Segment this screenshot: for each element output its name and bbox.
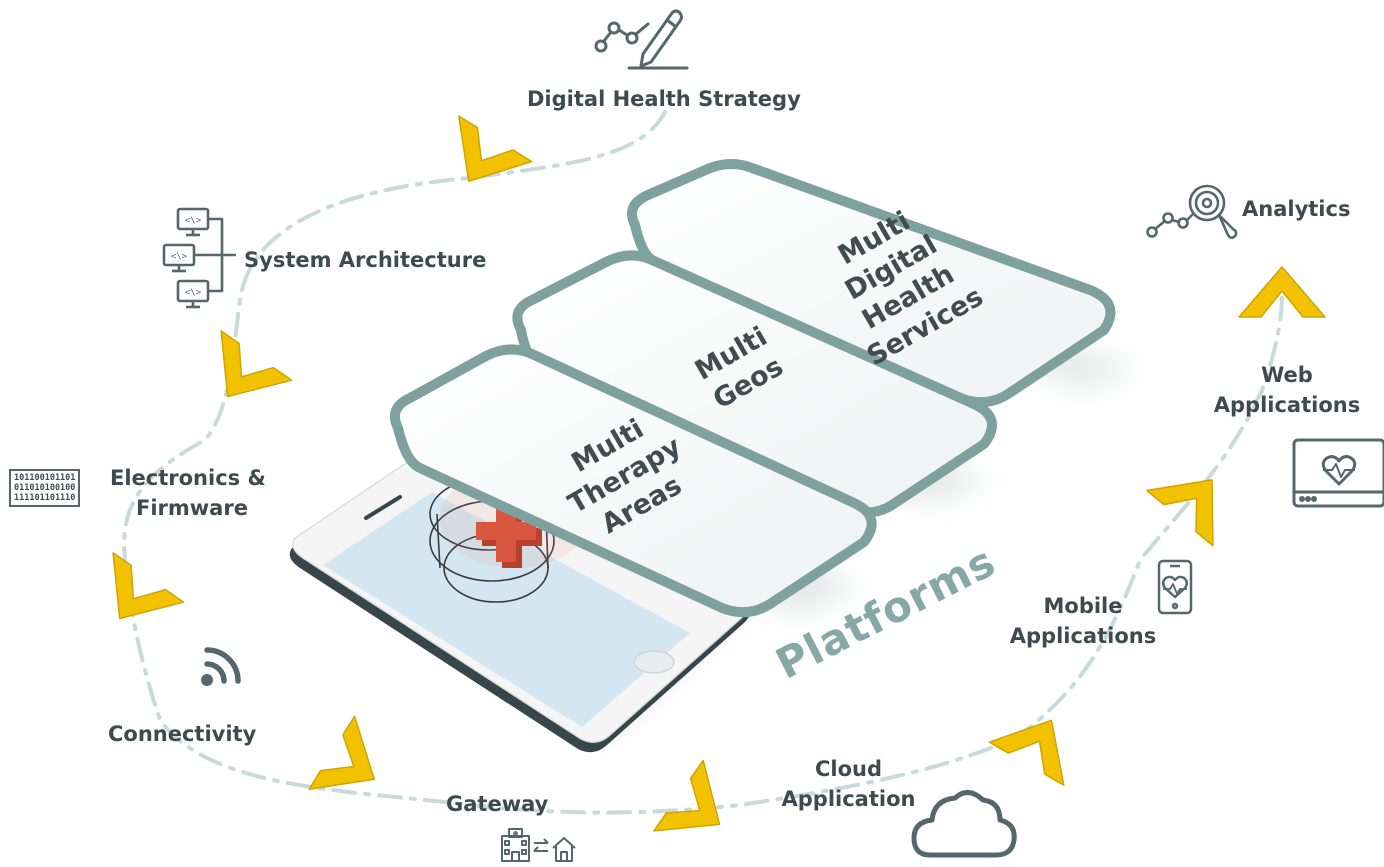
web-label: Web Applications [1212,360,1362,420]
analytics-label: Analytics [1242,197,1351,221]
browser-heart-icon [1292,438,1384,508]
connectivity-label: Connectivity [108,722,257,746]
binary-code-icon: 101100101101 011010100100 111101101110 [9,469,81,507]
svg-text:<\>: <\> [185,216,202,226]
web-label-line1: Web [1261,363,1313,387]
flow-chevron-4 [308,715,398,817]
hospital-to-home-icon [501,828,576,862]
cloud-label-line1: Cloud [814,757,883,781]
lifecycle-path [122,110,1284,815]
binary-row-3: 111101101110 [14,493,76,503]
analytics-search-icon [1146,184,1238,240]
tile-therapy [390,344,877,618]
flow-chevron-1 [431,115,533,205]
svg-text:<\>: <\> [185,288,202,298]
svg-text:<\>: <\> [171,252,188,262]
cloud-label: Cloud Application [781,754,916,814]
strategy-label: Digital Health Strategy [527,87,801,111]
binary-row-1: 101100101101 [14,473,76,483]
network-computers-icon: <\> <\> <\> [162,207,236,309]
flow-chevron-7 [1146,451,1246,547]
mobile-label-line2: Applications [1009,624,1157,648]
phone-heart-icon [1157,559,1193,615]
electronics-label-line1: Electronics & [110,466,266,490]
flow-chevron-6 [988,698,1090,786]
mobile-label-line1: Mobile [1043,594,1123,618]
web-label-line2: Applications [1213,393,1361,417]
cloud-label-line2: Application [781,787,916,811]
gateway-label: Gateway [446,792,549,816]
smartphone-illustration [289,434,754,753]
electronics-label: Electronics & Firmware [110,463,266,523]
mobile-label: Mobile Applications [1008,591,1158,651]
electronics-label-line2: Firmware [136,496,248,520]
wifi-signal-icon [201,647,241,686]
architecture-label: System Architecture [244,248,487,272]
flow-chevron-2 [191,330,293,422]
chart-pen-icon [594,9,689,70]
medical-cross [476,500,542,568]
cloud-icon [911,790,1017,858]
binary-row-2: 011010100100 [14,483,76,493]
